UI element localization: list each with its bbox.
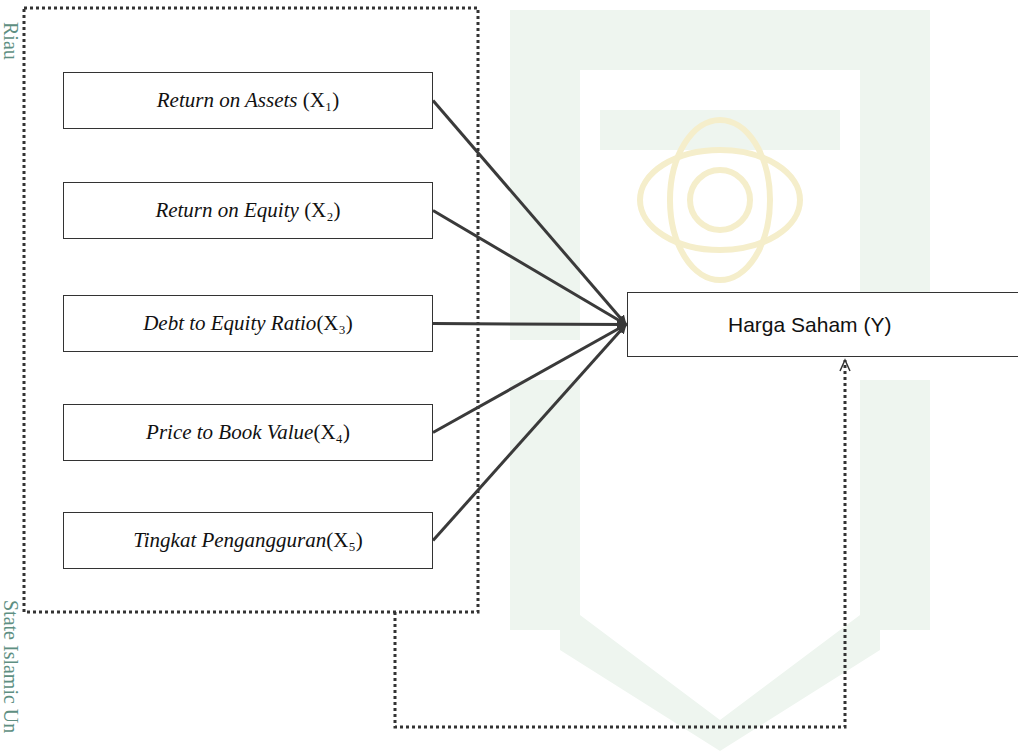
variable-name: Price to Book Value(X₄) <box>146 420 350 445</box>
variable-name: Return on Equity (X₂) <box>155 198 340 223</box>
influence-arrow <box>433 324 626 325</box>
watermark-text: Riau <box>0 22 22 60</box>
dependent-variable-box: Harga Saham (Y) <box>627 292 1018 357</box>
variable-name: Harga Saham (Y) <box>728 313 891 337</box>
variable-name: Return on Assets (X₁) <box>157 88 340 113</box>
variable-name: Tingkat Pengangguran(X₅) <box>133 528 363 553</box>
independent-variable-box: Tingkat Pengangguran(X₅) <box>63 512 433 569</box>
influence-arrow <box>433 325 626 541</box>
independent-variable-box: Debt to Equity Ratio(X₃) <box>63 295 433 352</box>
independent-variable-box: Price to Book Value(X₄) <box>63 404 433 461</box>
variable-group <box>24 8 478 612</box>
influence-arrow <box>433 211 626 325</box>
independent-variable-box: Return on Assets (X₁) <box>63 72 433 129</box>
influence-arrow <box>433 325 626 433</box>
independent-variable-box: Return on Equity (X₂) <box>63 182 433 239</box>
influence-arrow <box>433 101 626 325</box>
variable-name: Debt to Equity Ratio(X₃) <box>143 311 353 336</box>
watermark-text: State Islamic Un <box>0 600 22 733</box>
